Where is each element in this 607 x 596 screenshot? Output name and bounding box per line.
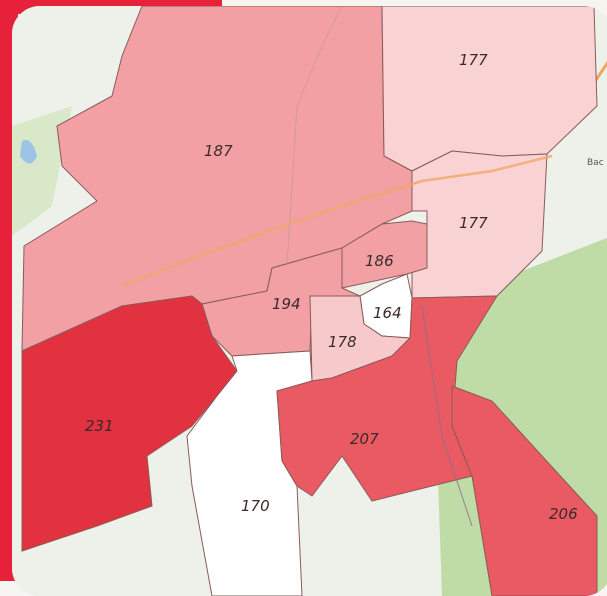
label-district-east: 177	[459, 214, 488, 232]
label-district-southeast: 206	[549, 505, 578, 523]
label-district-center: 194	[272, 295, 301, 313]
water-body	[20, 140, 37, 164]
label-district-center-south: 178	[328, 333, 357, 351]
map-panel[interactable]: 187 177 177 186 194 164 178 231 207 206 …	[12, 6, 607, 596]
district-southwest[interactable]	[186, 350, 313, 596]
district-southeast[interactable]	[451, 385, 598, 596]
label-district-ne: 177	[459, 51, 488, 69]
terrain-green-west	[12, 106, 72, 236]
label-district-southwest: 170	[241, 497, 270, 515]
label-district-center-north: 186	[365, 252, 394, 270]
label-district-center-small: 164	[373, 304, 402, 322]
label-district-west: 231	[85, 417, 114, 435]
road-south	[421, 305, 473, 527]
highway-main	[121, 154, 553, 288]
road-north	[286, 6, 343, 267]
label-district-south: 207	[350, 430, 379, 448]
label-district-nw: 187	[204, 142, 233, 160]
district-center-north[interactable]	[341, 220, 428, 289]
choropleth-map[interactable]: 187 177 177 186 194 164 178 231 207 206 …	[12, 6, 607, 596]
place-label-bac: Bac	[587, 158, 604, 168]
district-west[interactable]	[21, 295, 238, 552]
